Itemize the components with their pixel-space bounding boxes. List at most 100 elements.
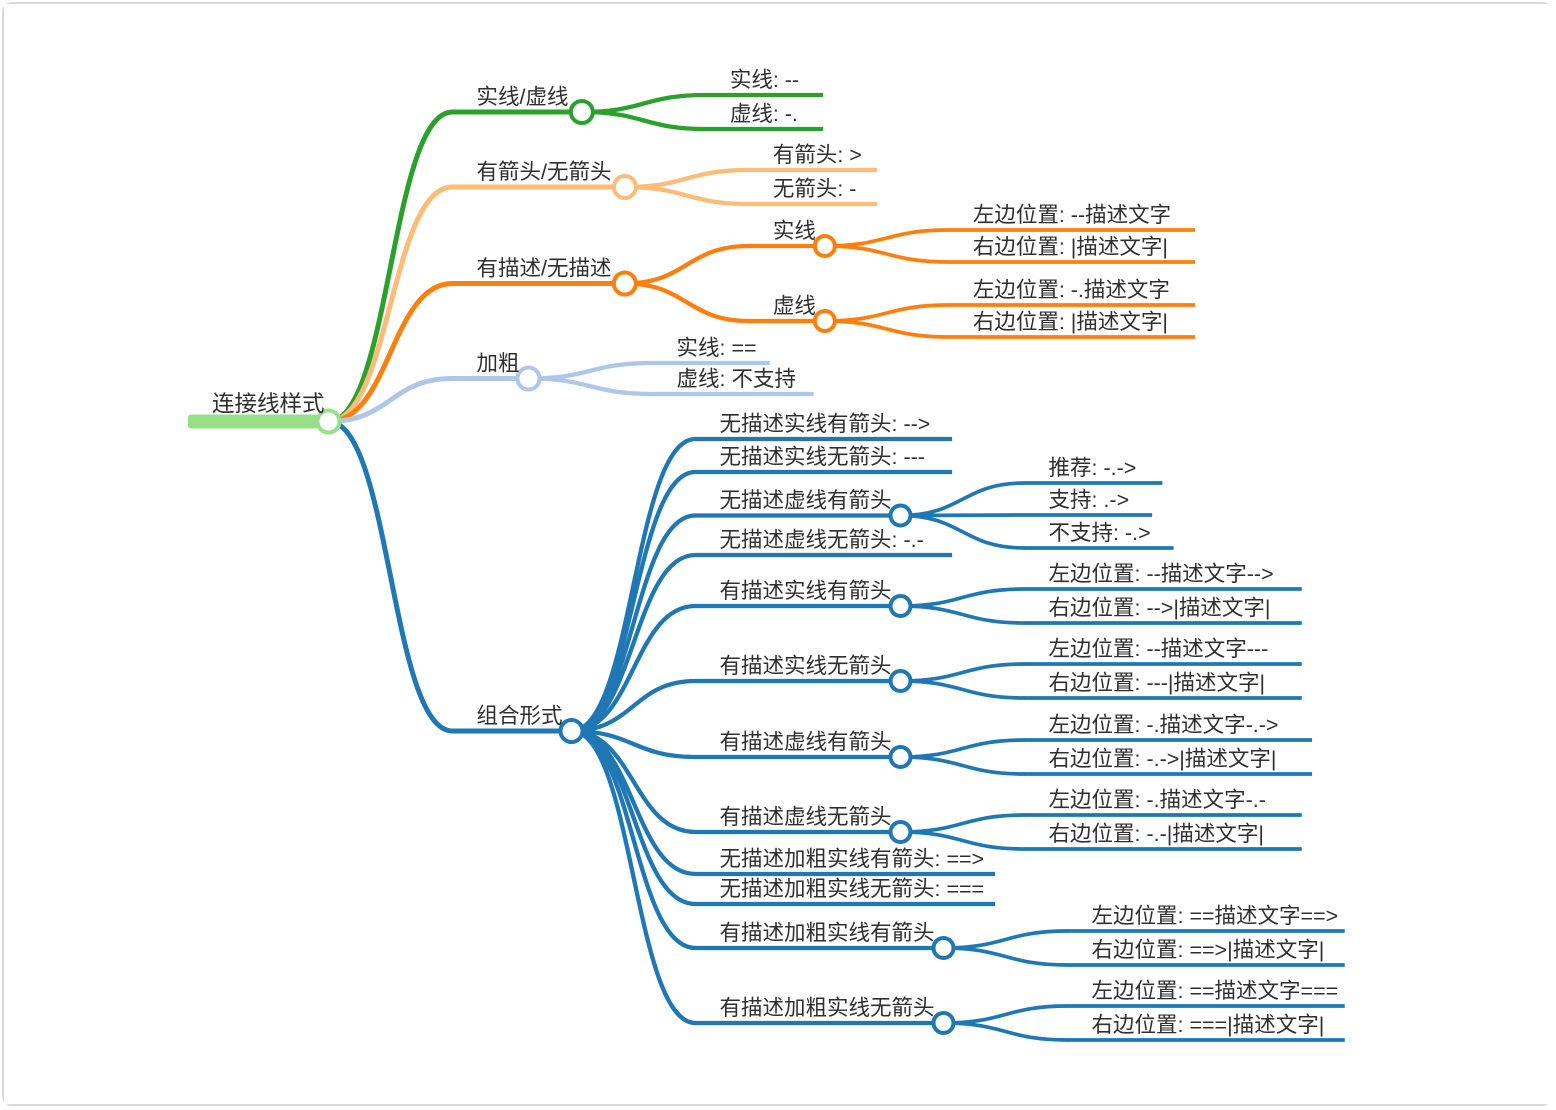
node-label: 右边位置: |描述文字|	[973, 310, 1168, 334]
branch-link	[579, 109, 708, 132]
node-toggle-circle[interactable]	[812, 309, 837, 333]
node-toggle-circle[interactable]	[611, 174, 638, 200]
node-toggle-circle[interactable]	[568, 99, 595, 125]
branch-link	[898, 513, 1027, 550]
node-toggle-circle[interactable]	[888, 594, 913, 618]
node-label: 右边位置: ---|描述文字|	[1049, 671, 1266, 695]
node-label: 右边位置: ==>|描述文字|	[1092, 938, 1325, 962]
node-label: 有描述/无描述	[477, 257, 612, 281]
node-label: 实线/虚线	[477, 85, 569, 109]
node-label: 虚线: 不支持	[677, 367, 796, 391]
node-label: 左边位置: --描述文字	[973, 203, 1171, 227]
node-toggle-circle[interactable]	[515, 365, 542, 392]
node-label: 无描述虚线无箭头: -.-	[720, 528, 924, 552]
branch-link	[898, 755, 1027, 776]
node-label: 右边位置: -.-|描述文字|	[1049, 822, 1264, 846]
node-label: 无描述加粗实线无箭头: ===	[720, 877, 985, 901]
branch-link	[898, 813, 1027, 834]
node-label: 右边位置: -.->|描述文字|	[1049, 747, 1277, 771]
node-toggle-circle[interactable]	[611, 270, 638, 297]
branch-link	[569, 728, 698, 760]
node-label: 无描述实线有箭头: -->	[720, 412, 931, 436]
node-label: 虚线: -.	[730, 102, 798, 126]
branch-link	[822, 244, 951, 264]
branch-link	[898, 604, 1027, 625]
branch-link	[569, 728, 698, 877]
branch-link	[569, 603, 698, 734]
node-label: 虚线	[773, 294, 816, 318]
node-label: 左边位置: -.描述文字-.-	[1049, 788, 1266, 812]
branch-link	[526, 376, 655, 397]
node-toggle-circle[interactable]	[931, 936, 956, 960]
node-toggle-circle[interactable]	[888, 503, 913, 528]
branch-link	[622, 184, 751, 207]
node-toggle-circle[interactable]	[888, 669, 913, 693]
node-toggle-circle[interactable]	[812, 234, 837, 258]
node-label: 右边位置: -->|描述文字|	[1049, 596, 1271, 620]
mindmap-canvas: 连接线样式 实线/虚线 实线: -- 虚线: -. 有箭头/无箭头 有箭头: > 无箭头: …	[4, 4, 1556, 1104]
node-label: 不支持: -.>	[1049, 521, 1151, 545]
branch-link	[822, 319, 951, 339]
branch-link	[526, 360, 655, 381]
branch-link	[569, 728, 698, 1026]
node-toggle-circle[interactable]	[888, 745, 913, 769]
branch-link	[822, 303, 951, 323]
node-label: 实线: --	[730, 68, 799, 92]
branch-link	[898, 830, 1027, 851]
node-label: 有箭头: >	[773, 143, 862, 167]
node-label: 推荐: -.->	[1049, 456, 1137, 480]
node-label: 有箭头/无箭头	[477, 160, 612, 184]
node-label: 有描述实线有箭头	[720, 579, 892, 603]
branch-link	[326, 109, 455, 424]
branch-link	[622, 167, 751, 190]
branch-link	[941, 946, 1070, 967]
branch-link	[822, 228, 951, 248]
branch-link	[898, 481, 1027, 518]
root-node-bar	[188, 414, 329, 429]
node-label: 连接线样式	[212, 392, 325, 417]
branch-link	[569, 728, 698, 951]
node-toggle-circle[interactable]	[931, 1011, 956, 1035]
node-label: 无描述虚线有箭头	[720, 489, 892, 513]
branch-link	[941, 1021, 1070, 1042]
node-label: 左边位置: -.描述文字	[973, 278, 1170, 302]
node-toggle-circle[interactable]	[558, 718, 585, 744]
branch-link	[579, 92, 708, 115]
branch-link	[569, 513, 698, 734]
node-toggle-circle[interactable]	[315, 408, 342, 435]
branch-link	[569, 552, 698, 734]
node-label: 支持: .->	[1049, 488, 1130, 512]
node-label: 组合形式	[477, 704, 563, 728]
branch-link	[898, 662, 1027, 683]
node-label: 左边位置: --描述文字-->	[1049, 562, 1274, 586]
node-label: 实线: ==	[677, 336, 757, 360]
node-label: 有描述加粗实线有箭头	[720, 921, 935, 945]
branch-link	[326, 281, 455, 424]
branch-link	[622, 281, 751, 324]
branch-link	[622, 243, 751, 286]
node-label: 有描述加粗实线无箭头	[720, 996, 935, 1020]
branch-link	[326, 419, 455, 734]
branch-link	[941, 1004, 1070, 1025]
branch-link	[898, 679, 1027, 700]
node-label: 实线	[773, 219, 816, 243]
node-label: 有描述虚线无箭头	[720, 805, 892, 829]
branch-link	[569, 469, 698, 734]
node-label: 左边位置: ==描述文字==>	[1092, 904, 1339, 928]
branch-link	[898, 587, 1027, 608]
node-label: 有描述虚线有箭头	[720, 730, 892, 754]
node-toggle-circle[interactable]	[888, 820, 913, 844]
node-label: 左边位置: ==描述文字===	[1092, 979, 1339, 1003]
node-label: 左边位置: --描述文字---	[1049, 637, 1269, 661]
node-label: 右边位置: ===|描述文字|	[1092, 1013, 1325, 1037]
node-label: 无描述加粗实线有箭头: ==>	[720, 847, 985, 871]
node-label: 无箭头: -	[773, 177, 857, 201]
branch-link	[941, 929, 1070, 950]
branch-link	[898, 738, 1027, 759]
node-label: 左边位置: -.描述文字-.->	[1049, 713, 1279, 737]
branch-link	[326, 184, 455, 424]
node-label: 无描述实线无箭头: ---	[720, 445, 925, 469]
branch-link	[569, 678, 698, 734]
branch-link	[326, 376, 455, 424]
